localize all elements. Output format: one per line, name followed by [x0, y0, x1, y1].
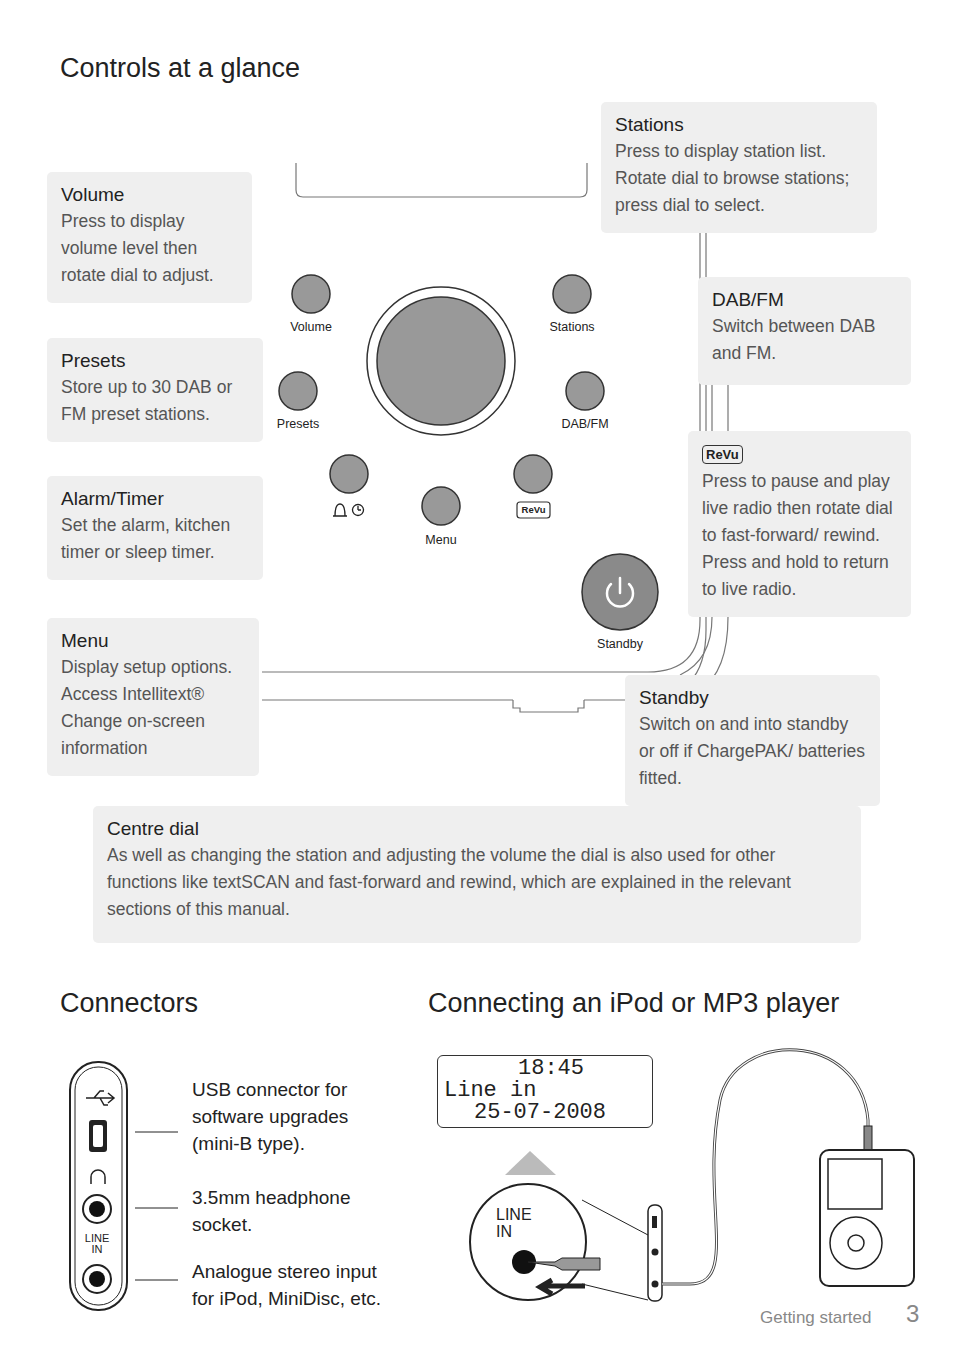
callout-body: Switch on and into standby or off if Cha…	[639, 711, 866, 792]
callout-box: VolumePress to display volume level then…	[47, 172, 252, 303]
display-line: 18:45	[444, 1058, 646, 1080]
volume-button	[292, 275, 330, 313]
centre-dial	[377, 297, 505, 425]
usb-socket	[89, 1120, 107, 1152]
display-line: 25-07-2008	[444, 1102, 646, 1124]
magnifier	[470, 1184, 586, 1300]
connector-label: Analogue stereo input for iPod, MiniDisc…	[192, 1258, 392, 1312]
callout-heading: Presets	[61, 348, 249, 374]
button-icon-text: ReVu	[522, 503, 546, 516]
callout-box: StationsPress to display station list. R…	[601, 102, 877, 233]
alarm-button	[330, 455, 368, 493]
stations-button	[553, 275, 591, 313]
ipod	[820, 1150, 914, 1286]
housing-line	[262, 699, 513, 700]
leader-line	[135, 1132, 178, 1280]
display-window	[296, 163, 587, 197]
callout-box: Centre dialAs well as changing the stati…	[93, 806, 861, 943]
socket-label: LINE IN	[80, 1233, 114, 1255]
dock-connector	[513, 700, 584, 712]
button-label: Volume	[290, 318, 332, 336]
section-heading: Connectors	[60, 984, 198, 1022]
callout-box: Alarm/TimerSet the alarm, kitchen timer …	[47, 476, 263, 580]
callout-heading: ReVu	[702, 441, 897, 468]
alarm-icon	[333, 504, 364, 516]
button-label: DAB/FM	[561, 415, 608, 433]
standby-button	[582, 554, 658, 630]
section-heading: Connecting an iPod or MP3 player	[428, 984, 839, 1022]
lcd-display: 18:45Line in25-07-2008	[437, 1055, 653, 1128]
button-label: Stations	[549, 318, 594, 336]
power-icon	[607, 578, 633, 606]
callout-body: Switch between DAB and FM.	[712, 313, 897, 367]
housing-line	[262, 232, 700, 672]
menu-button	[422, 487, 460, 525]
callout-box: ReVuPress to pause and play live radio t…	[688, 431, 911, 617]
radio-outline	[262, 163, 728, 712]
callout-body: Press to display volume level then rotat…	[61, 208, 238, 289]
callout-heading: Standby	[639, 685, 866, 711]
callout-box: DAB/FMSwitch between DAB and FM.	[698, 277, 911, 385]
pointer	[505, 1151, 556, 1175]
callout-heading: Alarm/Timer	[61, 486, 249, 512]
page-number: 3	[906, 1297, 919, 1331]
callout-body: As well as changing the station and adju…	[107, 842, 847, 923]
presets-button	[279, 372, 317, 410]
footer-text: Getting started	[760, 1306, 872, 1330]
button-label: Standby	[597, 635, 643, 653]
page-title: Controls at a glance	[60, 53, 300, 84]
callout-heading: DAB/FM	[712, 287, 897, 313]
callout-heading: Centre dial	[107, 816, 847, 842]
connector-strip	[70, 1062, 178, 1310]
zoom-line	[582, 1200, 648, 1300]
headphone-socket	[83, 1195, 111, 1223]
callout-body: Press to pause and play live radio then …	[702, 468, 897, 603]
insert-arrow	[540, 1280, 585, 1294]
revu-button	[514, 455, 552, 493]
radio-side	[648, 1205, 662, 1301]
connector-label: USB connector for software upgrades (min…	[192, 1076, 382, 1157]
callout-box: StandbySwitch on and into standby or off…	[625, 675, 880, 806]
dabfm-button	[566, 372, 604, 410]
display-line: Line in	[444, 1080, 646, 1102]
callout-body: Press to display station list. Rotate di…	[615, 138, 863, 219]
connector-label: 3.5mm headphone socket.	[192, 1184, 382, 1238]
dial-ring	[367, 287, 515, 435]
jack-plug	[528, 1258, 600, 1270]
revu-icon: ReVu	[702, 445, 743, 464]
callout-box: PresetsStore up to 30 DAB or FM preset s…	[47, 338, 263, 442]
housing-line	[712, 385, 728, 431]
callout-body: Display setup options. Access Intellitex…	[61, 654, 245, 762]
callout-body: Set the alarm, kitchen timer or sleep ti…	[61, 512, 249, 566]
revu-icon	[517, 502, 550, 518]
callout-heading: Menu	[61, 628, 245, 654]
button-label: Menu	[425, 531, 456, 549]
button-label: Presets	[277, 415, 319, 433]
headphone-symbol	[91, 1170, 105, 1184]
callout-heading: Volume	[61, 182, 238, 208]
socket-label: LINE IN	[496, 1206, 546, 1240]
callout-heading: Stations	[615, 112, 863, 138]
callout-box: MenuDisplay setup options. Access Intell…	[47, 618, 259, 776]
line-in-socket	[83, 1265, 111, 1293]
usb-symbol	[86, 1091, 114, 1105]
callout-body: Store up to 30 DAB or FM preset stations…	[61, 374, 249, 428]
